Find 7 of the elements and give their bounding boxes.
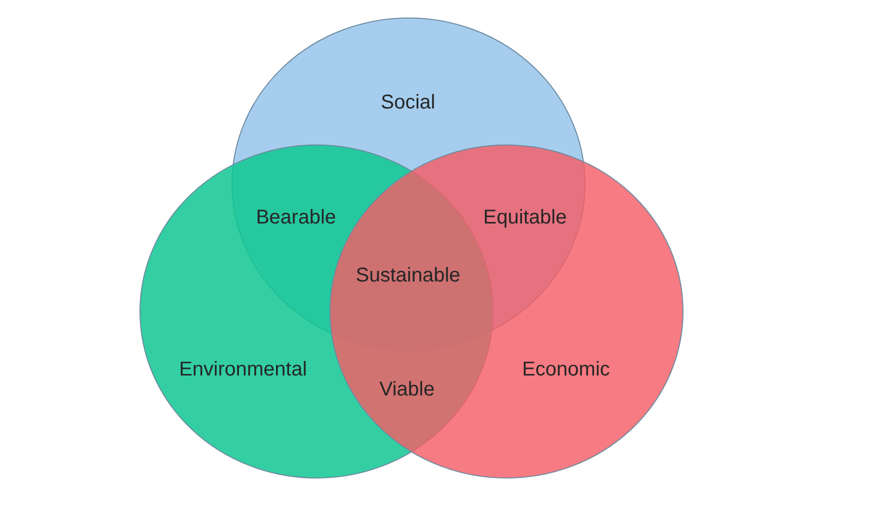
- overlap-label: Bearable: [256, 206, 336, 230]
- overlap-label: Equitable: [483, 206, 567, 230]
- circle-label: Social: [380, 92, 436, 114]
- overlap-label: Sustainable: [356, 264, 460, 288]
- overlap-label: Viable: [379, 378, 435, 402]
- circle-label: Environmental: [179, 358, 307, 382]
- circle-label: Economic: [522, 358, 610, 382]
